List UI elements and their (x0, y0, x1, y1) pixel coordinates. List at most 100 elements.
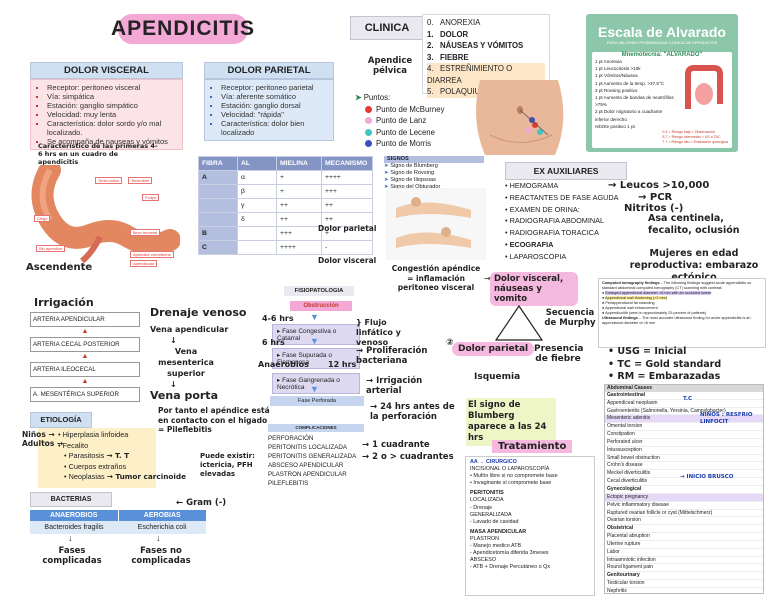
complic-list: PERFORACIÓN PERITONITIS LOCALIZADA PERIT… (268, 434, 378, 488)
dolor-visceral-header: DOLOR VISCERAL (30, 62, 183, 79)
list-item: Gynecological (605, 486, 763, 494)
list-item: Constipation (605, 431, 763, 439)
etiologia-box (38, 428, 156, 488)
list-item: 2 pt Dolor migratorio a cuadrante inferi… (595, 109, 663, 122)
list-item: • Cuerpos extraños (64, 461, 127, 471)
dolor-visceral-pill: Dolor visceral, náuseas y vomito (490, 272, 578, 306)
list-item: • Invaginante si compromete base (470, 480, 552, 487)
tratamiento-box: AA → CIRURGICO INCISIONAL O LAPAROSCOPÍA… (465, 456, 595, 596)
list-item: ARTERIA APENDICULAR (30, 312, 140, 327)
list-item: • Mufón libre si no compromete base (470, 473, 558, 480)
list-item: ABSCESO APENDICULAR (268, 462, 344, 469)
list-item: • RADIOGRAFIA ABDOMINAL (505, 216, 605, 226)
alvarado-risk: 0-4 = Riesgo bajo = Observación 5-7 = Ri… (662, 130, 728, 145)
list-item: Pelvic inflammatory disease (605, 502, 763, 510)
irrigacion-list: ARTERIA APENDICULAR ▲ ARTERIA CECAL POST… (30, 312, 140, 402)
fiebre-note: Presencia de fiebre (534, 344, 584, 364)
fase-perforada: Fase Perforada (270, 396, 364, 406)
list-item: Appendiceal neoplasm (605, 400, 763, 408)
list-item: Intussusception (605, 447, 763, 455)
list-item: ABSCESO (470, 557, 497, 564)
list-item: 1 pt Vómitos/Náusea (595, 73, 638, 79)
list-item: Testicular torsion (605, 580, 763, 588)
dolor-parietal-pill-num: ② (446, 338, 454, 348)
anatomy-label: Tenia libre (128, 177, 153, 184)
list-item: Vía: simpática (47, 92, 178, 101)
etiologia-list: • Hiperplasia linfoidea • Fecalito • Par… (58, 430, 186, 483)
list-item: • ECOGRAFIA (505, 239, 554, 249)
dolor-parietal-header: DOLOR PARIETAL (204, 62, 334, 79)
imaging-list: • USG = Inicial • TC = Gold standard • R… (608, 346, 721, 384)
list-item: Labor (605, 549, 763, 557)
list-item: 2 pt Rovsing positivo (595, 87, 638, 93)
list-item: • LAPAROSCOPIA (505, 251, 567, 261)
list-item: PERITONITIS GENERALIZADA (268, 453, 357, 460)
anatomy-label: Sin apendice (36, 245, 66, 252)
list-item: Estación: ganglio dorsal (221, 101, 329, 110)
list-item: PLASTRON APENDICULAR (268, 471, 347, 478)
drenaje-list: Vena apendicular ↓ Vena mesenterica supe… (150, 324, 260, 401)
list-item: Ruptured ovarian follicle or cyst (Mitte… (605, 510, 763, 518)
fases-no-complicadas-note: Fases no complicadas (131, 546, 191, 566)
list-item: ➤ Signo de Iliopsoas (384, 177, 436, 183)
list-item: Vena mesenterica superior (158, 347, 214, 378)
list-item: Ovarian torsion (605, 517, 763, 526)
list-item: Uterine rupture (605, 541, 763, 549)
list-item: - ATB + Drenaje Percutáneo o Qx (470, 564, 551, 571)
arrow-up-icon: ▲ (81, 378, 89, 385)
list-item: 2. NÁUSEAS Y VÓMITOS (427, 41, 524, 50)
bacterias-header: BACTERIAS (30, 492, 112, 507)
proliferacion: → Proliferación bacteriana (356, 346, 428, 366)
table-row: C++++- (198, 240, 373, 255)
complic-header: COMPLICACIONES (268, 424, 364, 432)
arrow-down-icon: ▼ (310, 312, 319, 322)
list-item: ● Appendiceal wall enhancement (602, 306, 658, 310)
obstruccion-box: Obstrucción (290, 301, 352, 311)
irrigacion-title: Irrigación (34, 296, 94, 309)
list-item: PLASTRON (470, 535, 500, 542)
list-item: ● Appendicolith (seen in approximately 2… (602, 311, 707, 315)
tratamiento-aa: AA → CIRURGICO (470, 459, 517, 465)
list-item: ● Appendiceal wall thickening (>2 mm) (602, 296, 668, 300)
list-item: Intraamniotic infection (605, 557, 763, 565)
list-item: ● Periappendiceal fat stranding (602, 301, 655, 305)
list-item: • Fecalito (58, 440, 89, 450)
table-header-row: FIBRA AL MIELINA MECANISMO (198, 156, 373, 171)
list-item: Small bowel obstruction (605, 455, 763, 463)
drenaje-note: Por tanto el apéndice está en contacto c… (158, 406, 270, 434)
column-header: FIBRA (198, 156, 238, 171)
list-item: - Manejo medico ATB (470, 543, 522, 550)
abdominal-causes-header: Abdominal Causes (605, 385, 763, 392)
list-item: GENERALIZADA (470, 511, 512, 518)
arrow-down-icon: ↓ (170, 380, 177, 389)
blue-dot-icon (365, 140, 372, 148)
list-item: LOCALIZADA (470, 497, 504, 504)
list-item: Obstetrical (605, 525, 763, 534)
gram-note: ← Gram (-) (176, 498, 227, 508)
anatomy-label: Ciego (34, 215, 51, 222)
table-row: B++++ (198, 226, 373, 241)
list-item: Nephritis (605, 588, 763, 593)
alvarado-list: 1 pt Anorexia 1 pt Leucocitosis >10k 1 p… (592, 58, 675, 130)
list-item: Punto de Morris (355, 138, 460, 150)
list-item: 3. FIEBRE (427, 52, 469, 62)
alvarado-title: Escala de Alvarado (598, 24, 726, 40)
ct-p2: Ultrasound findings – The most accurate … (602, 316, 751, 325)
dolor-parietal-pill: Dolor parietal (452, 342, 535, 356)
aux-header: EX AUXILIARES (505, 162, 627, 180)
list-item: • Neoplasias → Tumor carcinoide (64, 472, 187, 481)
abd-note-ninos: NIÑOS : RESFRIO LINFOCIT (700, 412, 753, 425)
arrow-down-icon: ↓ (156, 533, 161, 543)
list-item: INCISIONAL O LAPAROSCOPÍA (470, 466, 550, 473)
ct-p1: Computed tomography findings – The follo… (602, 281, 752, 290)
list-item: 1 pt Leucocitosis >10k (595, 66, 641, 72)
alvarado-card: Escala de Alvarado PARA VALORAR PROBABIL… (586, 14, 738, 152)
list-item: Característica: dolor sordo y/o mal loca… (47, 119, 178, 137)
bacterias-table: ANAEROBIOS AEROBIAS Bacteroides fragilis… (30, 510, 206, 534)
list-item: Característica: dolor bien localizado (221, 119, 329, 137)
list-item: ➤ Signo del Obturador (384, 184, 441, 190)
list-item: - Apendicetomía diferida 3meses (470, 550, 549, 557)
pink-dot-icon (365, 117, 372, 125)
